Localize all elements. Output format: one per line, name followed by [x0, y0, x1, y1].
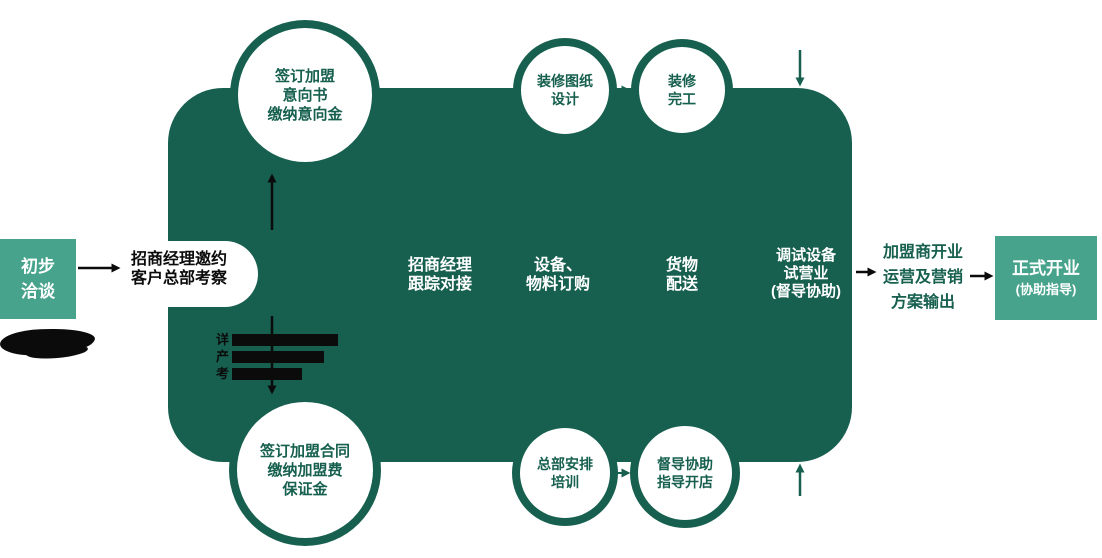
node-order-line1: 设备、 — [533, 257, 582, 274]
circle-sign-contract-inner: 签订加盟合同 缴纳加盟费 保证金 — [237, 402, 373, 538]
circle-intent-line1: 签订加盟 — [274, 67, 335, 85]
circle-supervise-line1: 督导协助 — [657, 456, 713, 472]
node-trial-line1: 调试设备 — [775, 247, 836, 264]
node-goods-delivery: 货物 配送 — [617, 256, 747, 294]
node-order-line2: 物料订购 — [525, 276, 590, 293]
node-official-opening-line1: 正式开业 — [1012, 259, 1080, 278]
circle-design-line1: 装修图纸 — [537, 73, 593, 89]
node-initial-talk-line1: 初步 — [21, 257, 55, 276]
outcome-line2: 运营及营销 — [882, 269, 963, 286]
node-invite-inspection: 招商经理邀约 客户总部考察 — [104, 250, 254, 288]
redaction-bar — [232, 333, 339, 346]
redacted-note: 详 产 考 — [216, 331, 339, 382]
node-initial-talk: 初步 洽谈 — [0, 239, 76, 319]
node-invite-line2: 客户总部考察 — [130, 270, 227, 287]
node-delivery-line2: 配送 — [665, 276, 698, 293]
redacted-note-row3: 考 — [216, 365, 338, 382]
circle-training-line1: 总部安排 — [537, 456, 593, 472]
node-delivery-line1: 货物 — [665, 257, 698, 274]
circle-sign-intent-inner: 签订加盟 意向书 缴纳意向金 — [238, 28, 372, 162]
circle-supervise-line2: 指导开店 — [657, 474, 713, 490]
node-trial-line2: 试营业 — [783, 265, 829, 282]
node-invite-line1: 招商经理邀约 — [130, 251, 227, 268]
outcome-line1: 加盟商开业 — [882, 244, 963, 261]
circle-supervise-opening-inner: 督导协助 指导开店 — [638, 426, 732, 520]
node-official-opening: 正式开业 (协助指导) — [995, 236, 1097, 320]
circle-intent-line3: 缴纳意向金 — [267, 105, 343, 123]
redacted-note-char3: 考 — [216, 366, 230, 381]
outcome-line3: 方案输出 — [890, 294, 955, 311]
node-equipment-order: 设备、 物料订购 — [493, 256, 623, 294]
node-franchisee-opening-plan: 加盟商开业 运营及营销 方案输出 — [868, 240, 978, 315]
redaction-bar — [232, 350, 325, 363]
circle-sign-intent: 签订加盟 意向书 缴纳意向金 — [230, 20, 380, 170]
circle-decoration-complete: 装修 完工 — [631, 39, 733, 141]
circle-sign-contract: 签订加盟合同 缴纳加盟费 保证金 — [229, 394, 381, 546]
circle-complete-line2: 完工 — [668, 91, 696, 107]
node-official-opening-line2: (协助指导) — [1015, 282, 1077, 297]
circle-design-line2: 设计 — [551, 91, 579, 107]
redacted-note-row2: 产 — [216, 348, 338, 365]
node-track-line2: 跟踪对接 — [407, 276, 472, 293]
circle-decoration-design: 装修图纸 设计 — [513, 38, 617, 142]
redacted-note-row1: 详 — [216, 331, 339, 348]
redacted-note-char1: 详 — [216, 332, 230, 347]
node-track-line1: 招商经理 — [407, 257, 472, 274]
circle-hq-training-inner: 总部安排 培训 — [520, 428, 610, 518]
circle-decoration-design-inner: 装修图纸 设计 — [521, 46, 609, 134]
circle-complete-line1: 装修 — [668, 73, 696, 89]
node-trial-line3: (督导协助) — [771, 283, 841, 300]
circle-contract-line1: 签订加盟合同 — [259, 442, 350, 460]
circle-decoration-complete-inner: 装修 完工 — [639, 47, 725, 133]
circle-training-line2: 培训 — [551, 474, 579, 490]
node-manager-follow-up: 招商经理 跟踪对接 — [375, 256, 505, 294]
redaction-bar — [232, 367, 303, 380]
entry-channel — [90, 241, 258, 307]
circle-contract-line2: 缴纳加盟费 — [267, 461, 343, 479]
node-initial-talk-line2: 洽谈 — [21, 282, 55, 301]
circle-intent-line2: 意向书 — [282, 86, 328, 104]
circle-contract-line3: 保证金 — [282, 480, 328, 498]
circle-hq-training: 总部安排 培训 — [512, 420, 618, 526]
node-trial-operation: 调试设备 试营业 (督导协助) — [740, 247, 872, 301]
circle-supervise-opening: 督导协助 指导开店 — [630, 418, 740, 528]
redacted-note-char2: 产 — [216, 349, 230, 364]
